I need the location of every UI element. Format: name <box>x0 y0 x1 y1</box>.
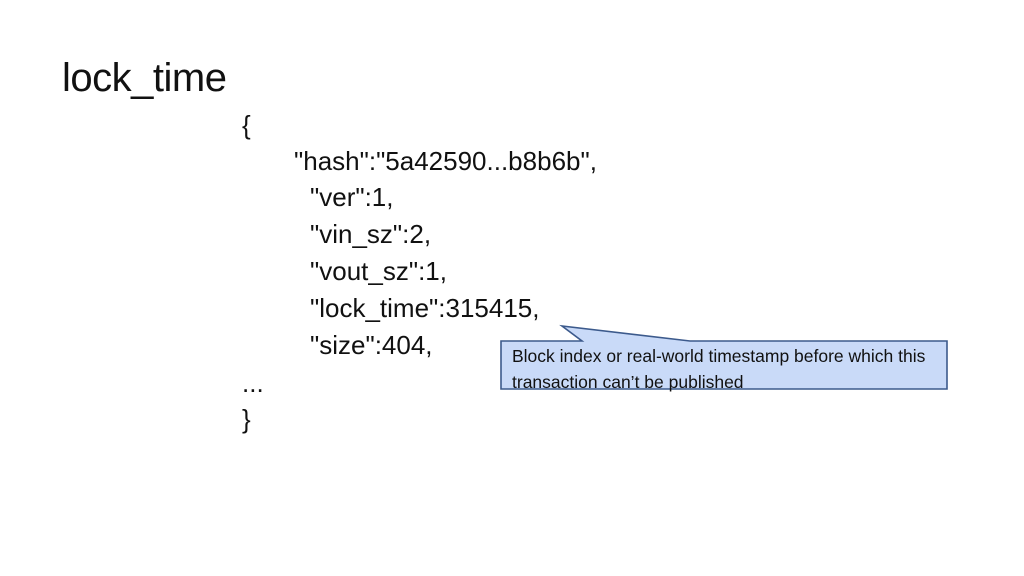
code-line-ver: "ver":1, <box>310 182 394 212</box>
code-line-size: "size":404, <box>310 330 433 360</box>
code-line-lock-time: "lock_time":315415, <box>310 293 540 323</box>
code-line-vin-sz: "vin_sz":2, <box>310 219 432 249</box>
code-line-hash: "hash":"5a42590...b8b6b", <box>294 146 597 176</box>
code-line-close-brace: } <box>242 404 251 434</box>
code-line-vout-sz: "vout_sz":1, <box>310 256 447 286</box>
code-line-open-brace: { <box>242 110 251 140</box>
callout-text: Block index or real-world timestamp befo… <box>512 346 926 392</box>
code-line-ellipsis: ... <box>242 368 264 398</box>
slide-title: lock_time <box>62 56 227 100</box>
